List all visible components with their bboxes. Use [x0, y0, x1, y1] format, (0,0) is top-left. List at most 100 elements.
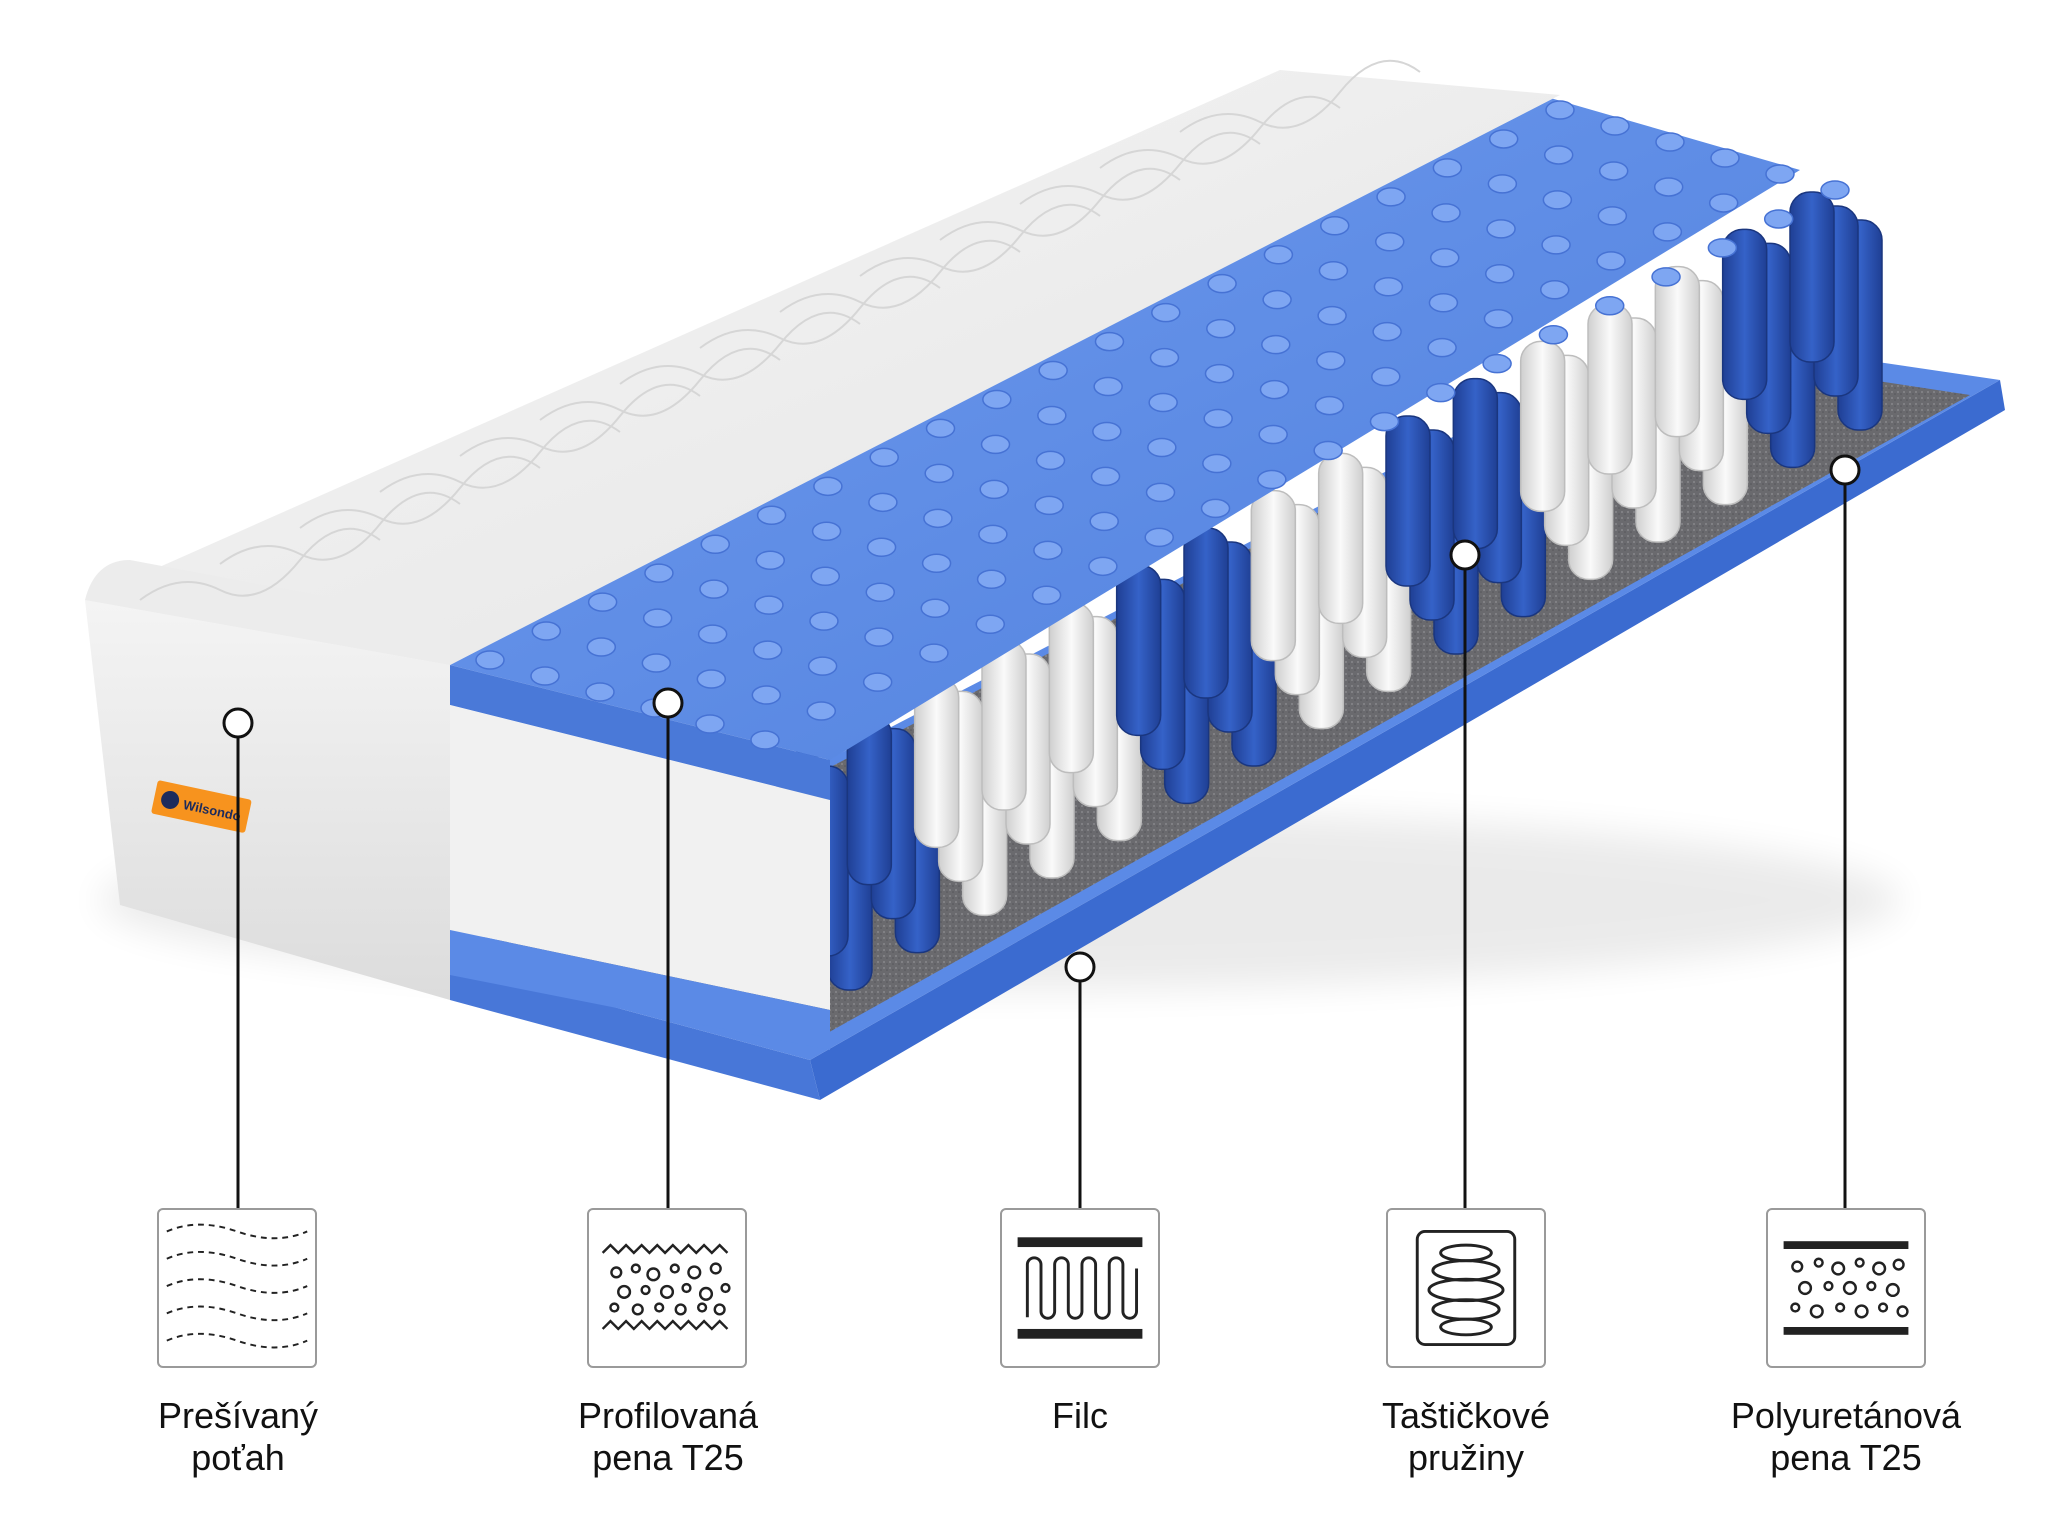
- foam-bump: [756, 505, 787, 526]
- callout-marker-cover: [222, 707, 254, 739]
- foam-bump: [1202, 453, 1232, 474]
- foam-bump: [1259, 379, 1290, 400]
- foam-bump: [1432, 158, 1463, 178]
- label-cover-line1: Prešívaný: [157, 1395, 319, 1436]
- foam-bump: [924, 463, 954, 484]
- foam-bump: [1543, 145, 1574, 165]
- cover-quilting-pattern: [139, 59, 1421, 601]
- foam-bump: [1261, 334, 1291, 355]
- felt-icon: [1000, 1208, 1160, 1368]
- label-cover: Prešívaný poťah: [88, 1395, 388, 1479]
- brand-label: Wilsondo: [151, 780, 252, 833]
- foam-bump: [868, 492, 898, 513]
- foam-bump: [1149, 347, 1180, 368]
- profiled-foam-layer: [450, 95, 1850, 1050]
- foam-bump: [869, 447, 899, 468]
- foam-bump: [1541, 235, 1571, 255]
- foam-bump: [1031, 585, 1062, 606]
- foam-bump: [1319, 216, 1350, 236]
- foam-bump: [1313, 440, 1343, 461]
- pocket-spring-blue: [1789, 191, 1835, 363]
- quilt-stitch: [699, 275, 941, 349]
- foam-bump: [750, 730, 780, 750]
- callout-marker-felt: [1064, 951, 1096, 983]
- foam-bump: [1482, 353, 1512, 374]
- foam-bump: [1710, 148, 1740, 168]
- foam-bump: [982, 389, 1012, 410]
- foam-bump: [1708, 193, 1739, 213]
- foam-bump: [475, 650, 505, 670]
- foam-bump: [642, 608, 673, 628]
- foam-bump: [811, 521, 842, 542]
- quilt-stitch: [299, 455, 541, 529]
- foam-bump: [976, 569, 1007, 590]
- foam-bump: [1596, 251, 1626, 271]
- foam-bump: [1428, 292, 1459, 313]
- callout-marker-polyurethane-foam: [1829, 454, 1861, 486]
- foam-bump: [1594, 296, 1625, 316]
- foam-bump: [1094, 331, 1125, 352]
- foam-bump: [925, 418, 956, 439]
- foam-bump: [1144, 527, 1174, 548]
- foam-bump: [920, 598, 951, 618]
- foam-bump: [1545, 100, 1575, 120]
- foam-bump: [1206, 318, 1236, 339]
- foam-bump: [1371, 366, 1401, 387]
- foam-bump: [696, 669, 727, 689]
- profiled-foam-egg-crate: [475, 100, 1850, 750]
- foam-bump: [919, 643, 949, 663]
- callout-lines: [222, 454, 1861, 1210]
- foam-bump: [1372, 321, 1402, 342]
- foam-bump: [1316, 350, 1346, 371]
- quilt-stitch: [1019, 131, 1261, 205]
- foam-bump: [1033, 540, 1063, 561]
- foam-bump: [1431, 203, 1461, 223]
- foam-bump: [921, 553, 952, 574]
- foam-bump: [751, 685, 782, 705]
- foam-bump: [699, 579, 729, 599]
- label-pocket-springs: Taštičkové pružiny: [1316, 1395, 1616, 1479]
- foam-bump: [1374, 232, 1405, 252]
- foam-bump: [979, 479, 1009, 500]
- foam-bump: [644, 563, 674, 583]
- pocket-spring-blue: [1452, 377, 1499, 550]
- quilt-stitch: [379, 419, 621, 493]
- foam-bump: [810, 566, 841, 586]
- foam-bump: [1314, 395, 1345, 416]
- foam-bump: [531, 621, 562, 641]
- foam-bump: [1820, 180, 1850, 200]
- foam-bump: [866, 537, 897, 558]
- foam-bump: [1483, 308, 1514, 329]
- quilt-stitch: [939, 167, 1181, 241]
- foam-bump: [530, 666, 560, 686]
- quilt-stitch: [1179, 59, 1421, 133]
- label-profiled-foam-line2: pena T25: [592, 1437, 744, 1478]
- label-cover-line2: poťah: [191, 1437, 285, 1478]
- pocket-spring-icon: [1386, 1208, 1546, 1368]
- pocket-spring-white: [1317, 452, 1364, 625]
- foam-bump: [1427, 337, 1457, 358]
- foam-bump: [809, 611, 839, 631]
- foam-bump: [1538, 324, 1569, 345]
- label-pocket-springs-line1: Taštičkové: [1381, 1395, 1551, 1436]
- quilt-stitch: [1099, 95, 1341, 169]
- pocket-spring-blue: [1385, 415, 1431, 587]
- foam-bump: [1257, 469, 1287, 490]
- callout-marker-profiled-foam: [652, 687, 684, 719]
- foam-bump: [1089, 511, 1119, 532]
- foam-bump: [1203, 408, 1233, 429]
- foam-bump: [923, 508, 953, 529]
- quilt-stitch: [539, 347, 781, 421]
- label-felt-line1: Filc: [1052, 1395, 1108, 1436]
- foam-bump: [1429, 248, 1460, 268]
- quilt-stitch: [619, 311, 861, 385]
- foam-bump: [586, 637, 617, 657]
- foam-bump: [1597, 206, 1628, 226]
- foam-bump: [1598, 161, 1629, 181]
- foam-bump: [1486, 219, 1516, 239]
- foam-bump: [1373, 276, 1404, 297]
- foam-bump: [697, 624, 728, 644]
- foam-bump: [1204, 363, 1235, 384]
- label-profiled-foam-line1: Profilovaná: [577, 1395, 759, 1436]
